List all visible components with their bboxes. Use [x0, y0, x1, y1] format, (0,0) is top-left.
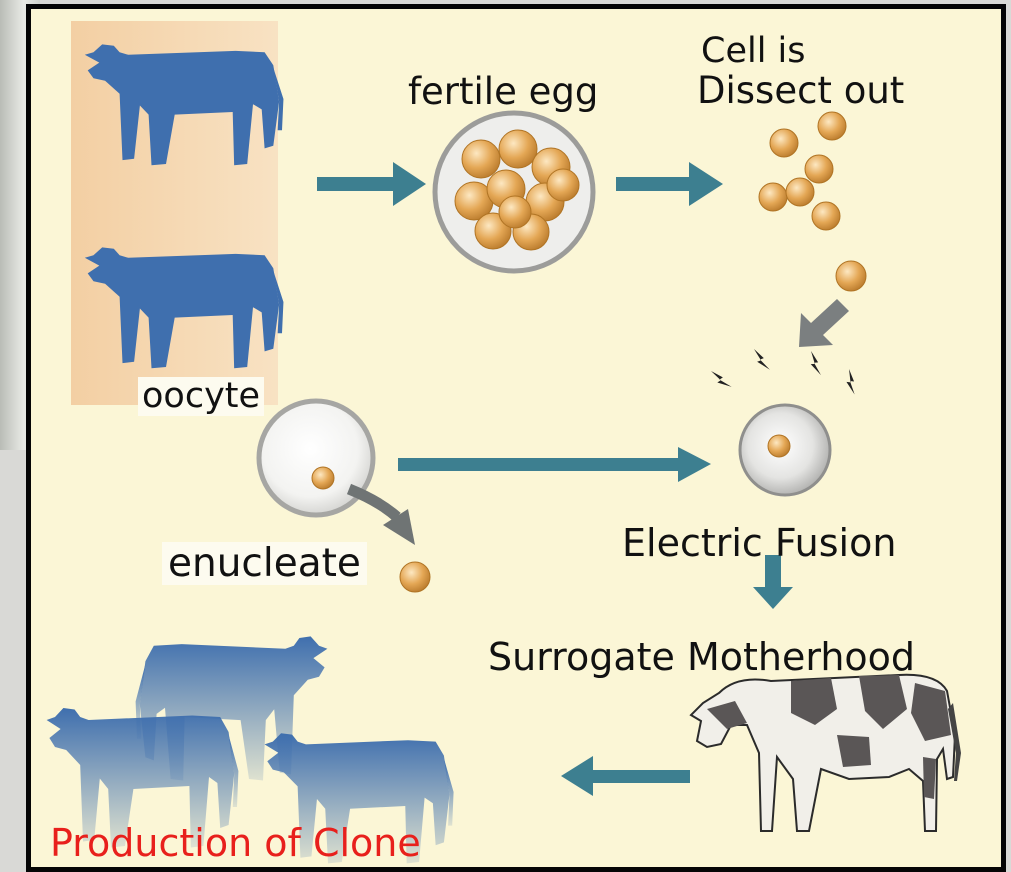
fertile-egg-icon — [435, 113, 593, 271]
surrogate-motherhood-label: Surrogate Motherhood — [488, 638, 915, 676]
enucleate-label: enucleate — [162, 542, 367, 585]
oocyte-label: oocyte — [138, 377, 264, 416]
arrow-icon — [561, 756, 690, 796]
arrow-icon — [349, 489, 415, 545]
oocyte-cell-icon — [259, 401, 373, 515]
electric-fusion-label: Electric Fusion — [622, 524, 896, 562]
cell-is-label: Cell is — [701, 34, 806, 69]
dissected-cells-icon — [759, 112, 866, 291]
holstein-cow-icon — [691, 675, 961, 831]
dissect-out-label: Dissect out — [697, 72, 904, 109]
arrow-icon — [799, 299, 849, 347]
removed-nucleus-icon — [400, 562, 430, 592]
arrow-icon — [317, 162, 426, 206]
arrow-icon — [616, 162, 723, 206]
production-of-clone-label: Production of Clone — [46, 824, 425, 862]
lightning-bolt-icon — [711, 348, 862, 395]
arrow-icon — [398, 447, 711, 482]
fused-cell-icon — [740, 405, 830, 495]
fertile-egg-label: fertile egg — [408, 73, 598, 110]
diagram-art — [31, 9, 1001, 867]
cloning-diagram: fertile egg Cell is Dissect out oocyte e… — [26, 4, 1006, 872]
